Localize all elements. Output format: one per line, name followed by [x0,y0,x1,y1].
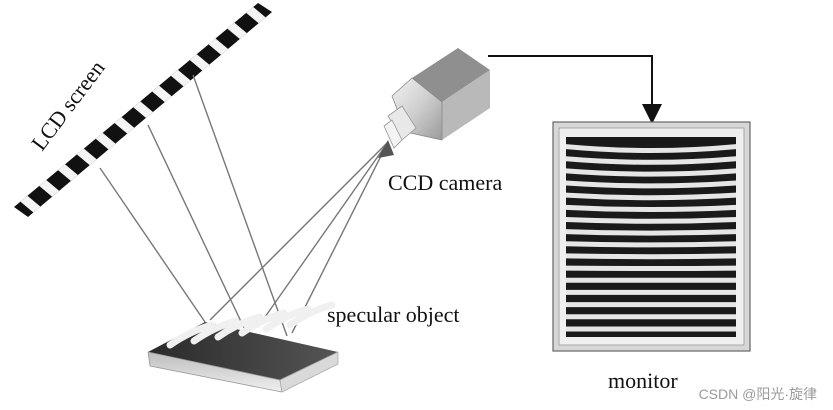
ccd-camera [383,48,490,149]
object-fringe [262,305,312,333]
monitor-fringe [566,265,736,271]
monitor-fringe [566,253,736,260]
monitor [552,121,751,352]
object-fringe [166,321,216,349]
monitor-fringe [566,216,736,224]
incident-rays [99,74,288,337]
monitor-fringe [566,144,736,153]
object-fringe [190,317,240,345]
specular-object-label: specular object [327,302,460,327]
ccd-camera-label: CCD camera [388,170,503,195]
object-fringe [286,301,336,329]
object-fringe [238,309,288,337]
specular-object [147,301,339,393]
ray-arrowhead-icon [378,140,394,158]
reflected-rays [209,141,389,334]
monitor-label: monitor [608,368,678,393]
monitor-fringe [566,229,736,236]
monitor-fringe [566,192,736,201]
camera-monitor-cable [488,55,662,124]
monitor-fringe [566,156,736,165]
monitor-fringe-image [566,144,736,332]
watermark: CSDN @阳光·旋律 [698,386,817,402]
monitor-fringe [566,241,736,248]
monitor-fringe [566,204,736,212]
monitor-fringe [566,168,736,177]
reflected-fringes [166,301,336,349]
object-fringe [214,313,264,341]
monitor-fringe [566,180,736,189]
